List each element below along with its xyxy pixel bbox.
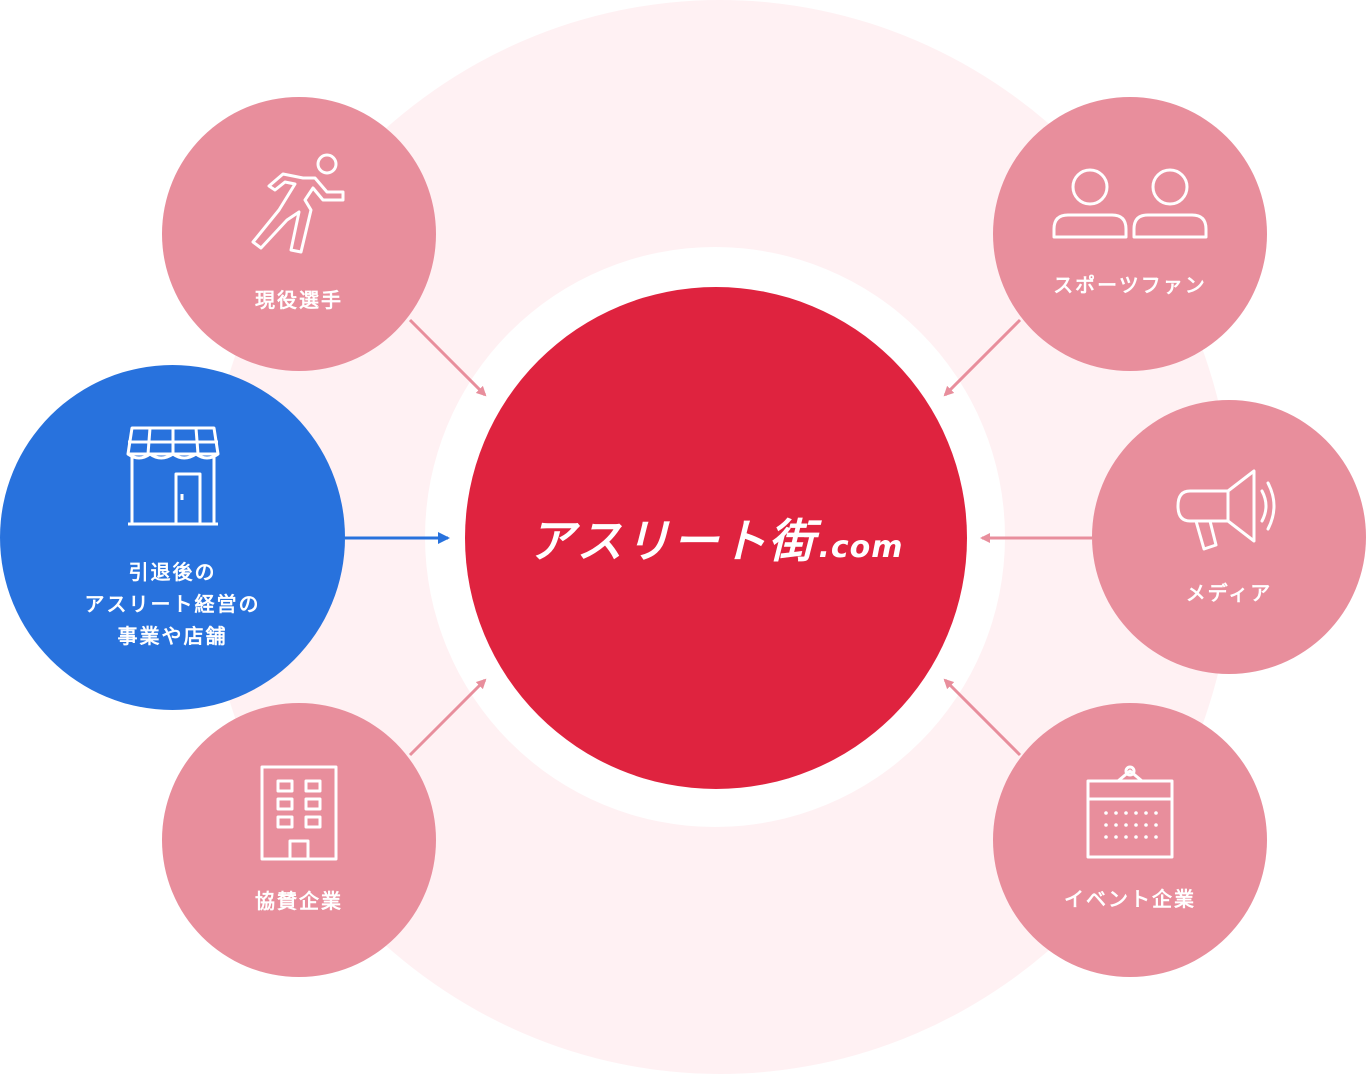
node-retired-business-line-2: アスリート経営の: [84, 591, 261, 616]
brand-circle: アスリート街.com: [465, 287, 967, 789]
arrow-active-player: [408, 318, 487, 397]
arrow-event-company: [943, 678, 1022, 757]
node-retired-business-line-1: 引退後の: [128, 559, 217, 584]
arrow-sports-fan: [943, 318, 1022, 397]
calendar-icon: [1086, 765, 1174, 859]
node-sports-fan: スポーツファン: [993, 97, 1267, 371]
node-retired-business: 引退後の アスリート経営の 事業や店舗: [0, 365, 345, 710]
brand-logo: アスリート街.com: [528, 505, 903, 571]
runner-icon: [251, 153, 345, 254]
node-sponsor-label: 協賛企業: [255, 889, 343, 913]
node-retired-business-label: 引退後の アスリート経営の 事業や店舗: [85, 556, 261, 652]
brand-name: アスリート街: [528, 514, 817, 568]
brand-domain-suffix: .com: [818, 530, 904, 565]
node-event-company: イベント企業: [993, 703, 1267, 977]
node-active-player-label: 現役選手: [255, 288, 343, 312]
storefront-icon: [126, 426, 219, 525]
office-building-icon: [260, 765, 338, 861]
node-active-player: 現役選手: [162, 97, 436, 371]
node-retired-business-line-3: 事業や店舗: [117, 623, 228, 648]
node-sports-fan-label: スポーツファン: [1053, 273, 1207, 297]
people-icon: [1052, 168, 1208, 239]
node-media: メディア: [1092, 400, 1366, 674]
node-event-company-label: イベント企業: [1064, 887, 1196, 911]
node-sponsor: 協賛企業: [162, 703, 436, 977]
node-media-label: メディア: [1185, 581, 1273, 605]
arrow-sponsor: [408, 678, 487, 757]
megaphone-icon: [1176, 469, 1276, 551]
